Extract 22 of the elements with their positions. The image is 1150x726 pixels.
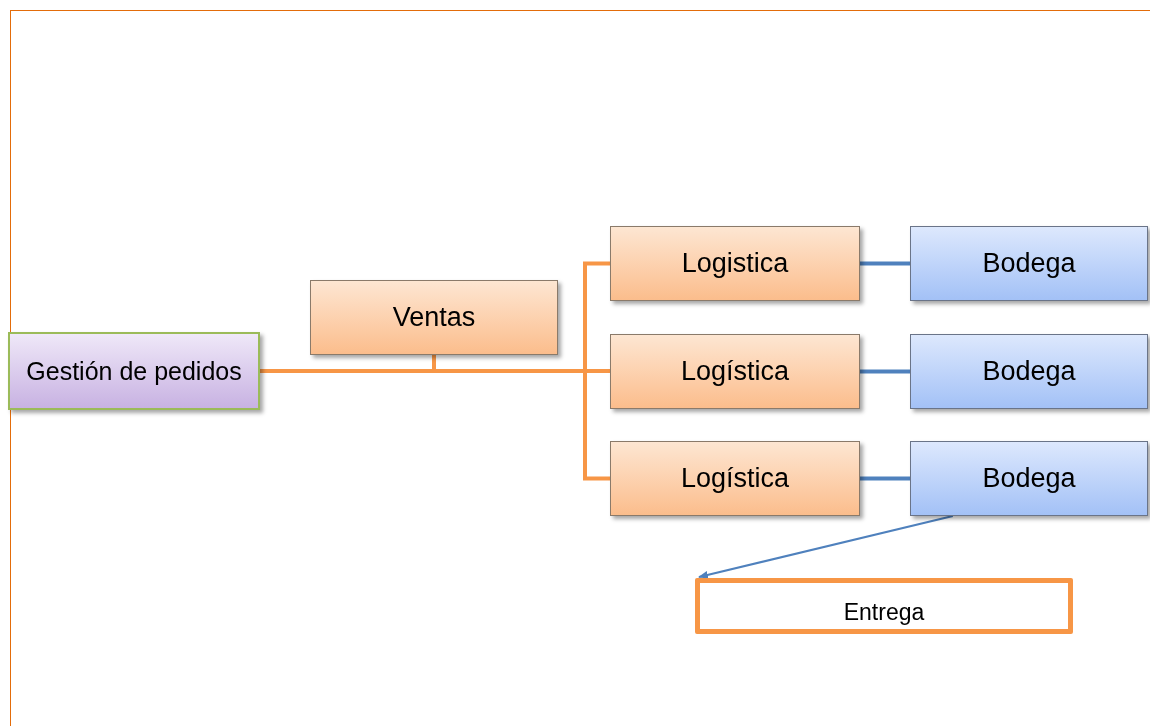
box-label: Bodega: [981, 355, 1077, 389]
connector-line: [860, 476, 910, 481]
box-label: Logística: [679, 462, 791, 496]
box-label: Bodega: [981, 462, 1077, 496]
process-box: [610, 226, 860, 301]
process-box: [695, 578, 1073, 634]
box-label: Entrega: [842, 597, 926, 627]
connector-line: [860, 369, 910, 374]
box-label: Gestión de pedidos: [25, 356, 243, 387]
connector-line: [260, 369, 610, 481]
process-box: [610, 441, 860, 516]
process-box: [310, 280, 558, 355]
box-label: Bodega: [981, 247, 1077, 281]
process-box: [8, 332, 260, 410]
box-label: Ventas: [391, 301, 477, 335]
box-label: Logística: [679, 355, 791, 389]
process-box: [610, 334, 860, 409]
box-label: Logistica: [680, 247, 790, 281]
connector-line: [860, 261, 910, 266]
process-box: [910, 334, 1148, 409]
process-box: [910, 226, 1148, 301]
process-box: [910, 441, 1148, 516]
